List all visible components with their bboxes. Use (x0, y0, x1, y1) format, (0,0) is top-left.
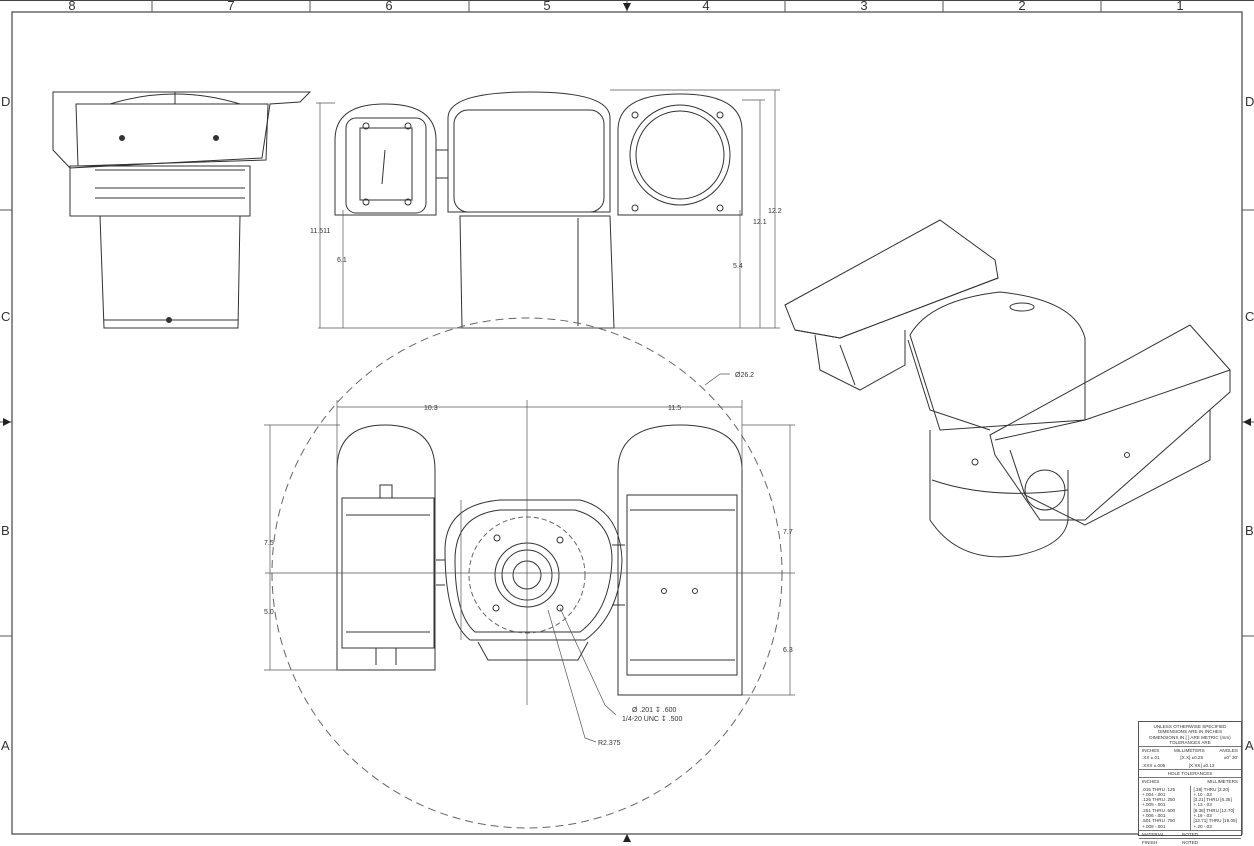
hole-row-in: .126 THRU .250 +.005 -.001 (1142, 797, 1176, 808)
tol-row1-mm: [X.X] ±0.25 (1180, 755, 1204, 761)
zone-row-d-left: D (1, 94, 10, 109)
hole-tolerance-grid: .015 THRU .125 +.004 -.001 .126 THRU .25… (1139, 785, 1241, 831)
tol-row2-in: .XXX ±.005 (1142, 762, 1166, 768)
zone-row-d-right: D (1245, 94, 1254, 109)
hole-row-mm: [12.71] THRU [19.05] +.20 -.03 (1193, 818, 1237, 829)
zone-row-c-left: C (1, 309, 10, 324)
zone-col-1: 1 (1176, 0, 1183, 13)
tol-row1-ang: ±0° 30' (1223, 755, 1238, 761)
zone-row-c-right: C (1245, 309, 1254, 324)
zone-col-3: 3 (860, 0, 867, 13)
hole-row-in: .251 THRU .500 +.006 -.001 (1142, 807, 1176, 818)
dim-hole-line1: Ø .201 ↧ .600 (632, 706, 676, 714)
zone-row-a-right: A (1245, 738, 1254, 753)
side-view (52, 91, 312, 329)
material-row: MATERIAL NOTED (1139, 831, 1241, 840)
dim-hole-line2: 1/4-20 UNC ↧ .500 (622, 715, 682, 723)
dim-side-right-total: 12.2 (768, 208, 782, 215)
hole-col-mm: MILLIMETERS (1207, 779, 1238, 785)
zone-col-2: 2 (1018, 0, 1025, 13)
tol-row1-in: .XX ±.01 (1142, 755, 1160, 761)
hole-columns: INCHES MILLIMETERS (1139, 778, 1241, 785)
dim-side-total: 11.511 (310, 228, 330, 235)
finish-value: NOTED (1182, 840, 1199, 846)
dim-h-left-lower: 5.0 (264, 609, 274, 616)
tolerance-row-2: .XXX ±.005 [X.XX] ±0.13 (1139, 762, 1241, 769)
title-block: UNLESS OTHERWISE SPECIFIED DIMENSIONS AR… (1138, 721, 1242, 845)
tolerance-row-1: .XX ±.01 [X.X] ±0.25 ±0° 30' (1139, 754, 1241, 761)
header-line-1: UNLESS OTHERWISE SPECIFIED (1153, 724, 1227, 729)
col-mm: MILLIMETERS (1174, 748, 1205, 754)
isometric-view (784, 219, 1231, 558)
hole-col-in: INCHES (1142, 779, 1160, 785)
front-dim-lines (316, 89, 780, 329)
header-line-2: DIMENSIONS ARE IN INCHES (1157, 729, 1223, 735)
tolerances-title: TOLERANCES ARE (1169, 739, 1211, 745)
dim-side-lower: 6.1 (337, 257, 347, 264)
finish-row: FINISH NOTED (1139, 839, 1241, 846)
dim-radius: R2.375 (598, 740, 621, 747)
hole-row-mm: [6.38] THRU [12.70] +.16 -.03 (1193, 807, 1235, 818)
material-value: NOTED (1182, 831, 1199, 837)
zone-col-4: 4 (702, 0, 709, 13)
dim-circle-dia: Ø26.2 (735, 372, 754, 379)
material-label: MATERIAL (1142, 831, 1165, 837)
dim-front-width-left: 10.3 (424, 405, 438, 412)
col-inches: INCHES (1142, 748, 1160, 754)
dim-h-right-upper: 7.7 (783, 529, 793, 536)
zone-row-b-right: B (1245, 523, 1254, 538)
zone-row-a-left: A (1, 738, 10, 753)
hole-row-in: .501 THRU .750 +.008 -.001 (1142, 818, 1176, 829)
zone-col-8: 8 (68, 0, 75, 13)
hole-row-mm: [3.21] THRU [6.35] +.13 -.03 (1193, 797, 1232, 808)
hole-row-mm: [.38] THRU [3.20] +.10 -.03 (1193, 786, 1230, 797)
dim-h-left-upper: 7.5 (264, 540, 274, 547)
header-line-3: DIMENSIONS IN [ ] ARE METRIC (mm) (1149, 734, 1231, 740)
zone-col-6: 6 (385, 0, 392, 13)
centering-arrows (3, 3, 1251, 842)
tolerance-columns: INCHES MILLIMETERS ANGLES (1139, 747, 1241, 754)
dim-side-right-lower: 5.4 (733, 263, 743, 270)
top-dim-lines (264, 373, 795, 743)
zone-col-5: 5 (543, 0, 550, 13)
front-view (334, 91, 743, 329)
dim-front-width-right: 11.5 (668, 405, 681, 412)
title-block-header: UNLESS OTHERWISE SPECIFIED DIMENSIONS AR… (1139, 722, 1241, 748)
zone-col-7: 7 (227, 0, 234, 13)
col-angles: ANGLES (1219, 748, 1238, 754)
dim-side-right-mid: 12.1 (753, 219, 767, 226)
tol-row2-mm: [X.XX] ±0.13 (1188, 762, 1215, 768)
zone-row-b-left: B (1, 523, 10, 538)
dim-h-right-lower: 6.3 (783, 647, 793, 654)
hole-tolerances-title: HOLE TOLERANCES (1139, 768, 1241, 779)
hole-row-in: .015 THRU .125 +.004 -.001 (1142, 786, 1176, 797)
drawing-frame (11, 11, 1243, 835)
finish-label: FINISH (1142, 840, 1158, 846)
